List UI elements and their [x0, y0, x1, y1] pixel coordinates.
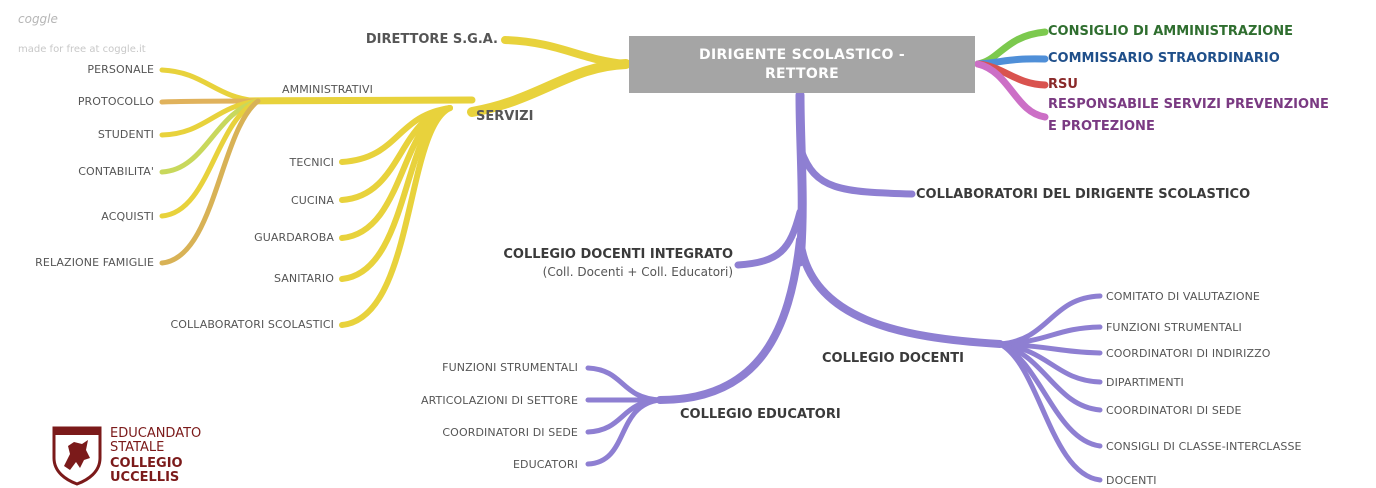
root-label-line2: RETTORE [764, 65, 840, 82]
node-rspp-line2[interactable]: E PROTEZIONE [1048, 119, 1155, 134]
node-rsu[interactable]: RSU [1048, 77, 1078, 92]
coggle-tagline: made for free at coggle.it [18, 44, 146, 55]
link-relazione [159, 98, 261, 266]
link-protocollo [159, 98, 261, 105]
link-collegio-integrato [734, 208, 804, 269]
node-servizi[interactable]: SERVIZI [476, 109, 534, 124]
link-collegio-educatori [656, 236, 804, 404]
node-commissario[interactable]: COMMISSARIO STRAORDINARIO [1048, 51, 1280, 66]
node-collegio-integrato[interactable]: COLLEGIO DOCENTI INTEGRATO [503, 247, 733, 262]
node-relazione-famiglie[interactable]: RELAZIONE FAMIGLIE [35, 256, 154, 269]
node-collegio-integrato-sub: (Coll. Docenti + Coll. Educatori) [542, 265, 733, 279]
coggle-brand: coggle [18, 12, 58, 26]
node-doc-coordinatori-indirizzo[interactable]: COORDINATORI DI INDIRIZZO [1106, 347, 1271, 360]
node-doc-docenti[interactable]: DOCENTI [1106, 474, 1157, 487]
logo-line3: COLLEGIO [110, 456, 183, 471]
link-amministrativi [241, 96, 476, 105]
link-acquisti [159, 98, 261, 219]
node-cucina[interactable]: CUCINA [290, 194, 334, 207]
logo-line2: STATALE [110, 440, 165, 455]
root-node[interactable]: DIRIGENTE SCOLASTICO - RETTORE [629, 36, 975, 93]
node-ed-educatori[interactable]: EDUCATORI [513, 458, 578, 471]
root-label-line1: DIRIGENTE SCOLASTICO - [699, 46, 905, 63]
node-doc-consigli[interactable]: CONSIGLI DI CLASSE-INTERCLASSE [1106, 440, 1302, 453]
link-doc-docenti [997, 341, 1103, 483]
link-rspp [974, 60, 1049, 121]
link-personale [159, 67, 261, 104]
node-consiglio[interactable]: CONSIGLIO DI AMMINISTRAZIONE [1048, 24, 1294, 39]
link-contabilita [159, 98, 261, 175]
node-personale[interactable]: PERSONALE [87, 63, 154, 76]
link-ed-educatori [585, 397, 663, 467]
node-direttore[interactable]: DIRETTORE S.G.A. [365, 32, 498, 47]
logo-line4: UCCELLIS [110, 470, 180, 485]
node-sanitario[interactable]: SANITARIO [273, 272, 334, 285]
link-collaboratori-ds [797, 146, 916, 198]
node-protocollo[interactable]: PROTOCOLLO [77, 95, 154, 108]
node-ed-coordinatori[interactable]: COORDINATORI DI SEDE [442, 426, 578, 439]
link-ed-funzioni [585, 365, 663, 403]
node-doc-dipartimenti[interactable]: DIPARTIMENTI [1106, 376, 1184, 389]
node-ed-articolazioni[interactable]: ARTICOLAZIONI DI SETTORE [420, 394, 578, 407]
node-collegio-docenti[interactable]: COLLEGIO DOCENTI [822, 351, 964, 366]
node-collegio-educatori[interactable]: COLLEGIO EDUCATORI [680, 407, 841, 422]
node-acquisti[interactable]: ACQUISTI [101, 210, 154, 223]
node-collaboratori-dirigente[interactable]: COLLABORATORI DEL DIRIGENTE SCOLASTICO [916, 187, 1251, 202]
link-servizi [467, 59, 631, 117]
node-tecnici[interactable]: TECNICI [289, 156, 334, 169]
node-amministrativi[interactable]: AMMINISTRATIVI [282, 83, 373, 96]
node-rspp-line1[interactable]: RESPONSABILE SERVIZI PREVENZIONE [1048, 97, 1329, 112]
node-contabilita[interactable]: CONTABILITA' [78, 165, 154, 178]
logo-line1: EDUCANDATO [110, 426, 202, 441]
link-direttore [501, 36, 630, 68]
link-doc-coordinatori-sede [997, 341, 1103, 413]
node-studenti[interactable]: STUDENTI [97, 128, 154, 141]
node-guardaroba[interactable]: GUARDAROBA [254, 231, 334, 244]
link-doc-funzioni [997, 324, 1103, 347]
node-doc-comitato[interactable]: COMITATO DI VALUTAZIONE [1106, 290, 1260, 303]
node-ed-funzioni[interactable]: FUNZIONI STRUMENTALI [442, 361, 578, 374]
node-doc-coordinatori-sede[interactable]: COORDINATORI DI SEDE [1106, 404, 1242, 417]
node-doc-funzioni[interactable]: FUNZIONI STRUMENTALI [1106, 321, 1242, 334]
link-collegio-docenti [796, 236, 1004, 348]
node-collaboratori-scolastici[interactable]: COLLABORATORI SCOLASTICI [170, 318, 334, 331]
shield-icon [52, 426, 102, 486]
link-collaboratori-scol [339, 105, 453, 328]
